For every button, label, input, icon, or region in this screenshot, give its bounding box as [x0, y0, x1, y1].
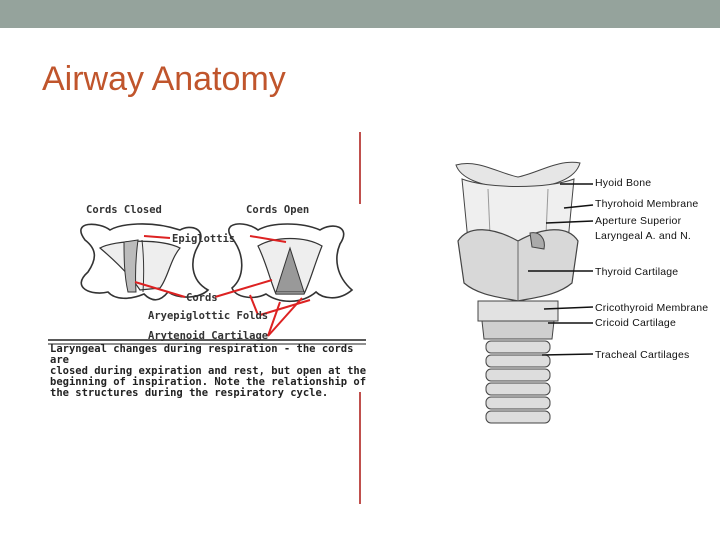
label-cricoid-cartilage: Cricoid Cartilage: [595, 317, 676, 329]
larynx-drawing: [448, 155, 608, 430]
label-arytenoid-cartilage: Arytenoid Cartilage: [148, 330, 268, 342]
label-epiglottis: Epiglottis: [172, 233, 235, 245]
header-bar: [0, 0, 720, 28]
label-cords: Cords: [186, 292, 218, 304]
label-cricothyroid-membrane: Cricothyroid Membrane: [595, 302, 708, 314]
divider-line-bottom: [359, 392, 361, 504]
vocal-cords-drawing: [40, 200, 370, 350]
label-cords-open: Cords Open: [246, 204, 309, 216]
label-aperture-superior: Aperture Superior: [595, 215, 681, 227]
label-aryepiglottic-folds: Aryepiglottic Folds: [148, 310, 268, 322]
slide-title: Airway Anatomy: [42, 60, 286, 99]
figure-caption: Laryngeal changes during respiration - t…: [50, 344, 368, 399]
caption-line: the structures during the respiratory cy…: [50, 388, 368, 399]
label-hyoid-bone: Hyoid Bone: [595, 177, 651, 189]
label-cords-closed: Cords Closed: [86, 204, 162, 216]
caption-line: Laryngeal changes during respiration - t…: [50, 344, 368, 366]
label-thyrohoid-membrane: Thyrohoid Membrane: [595, 198, 698, 210]
divider-line-top: [359, 132, 361, 204]
label-laryngeal-artery-nerve: Laryngeal A. and N.: [595, 230, 691, 242]
label-tracheal-cartilages: Tracheal Cartilages: [595, 349, 689, 361]
label-thyroid-cartilage: Thyroid Cartilage: [595, 266, 678, 278]
